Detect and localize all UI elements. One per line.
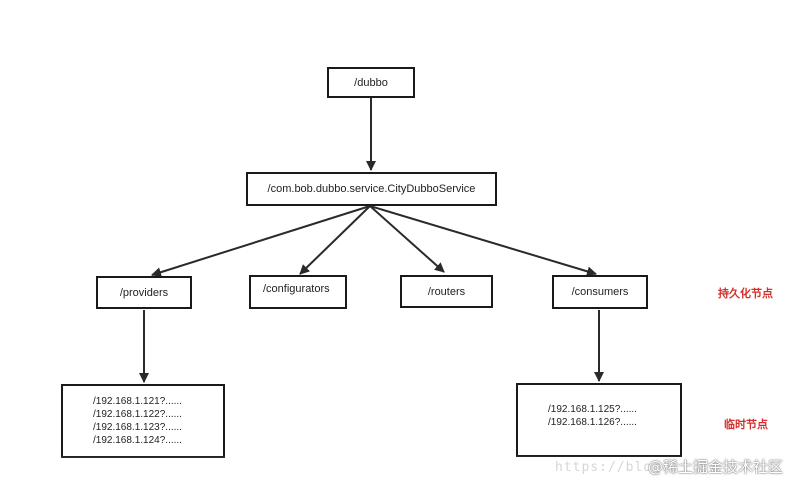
- node-configurators: /configurators: [249, 275, 347, 309]
- node-dubbo-root: /dubbo: [327, 67, 415, 98]
- arrow-service-to-providers: [151, 205, 371, 278]
- watermark-brand: @稀土掘金技术社区: [648, 458, 784, 476]
- node-consumer-ips: /192.168.1.125?...... /192.168.1.126?...…: [516, 383, 682, 457]
- label-persistent-nodes: 持久化节点: [718, 287, 773, 300]
- node-configurators-label: /configurators: [263, 283, 330, 295]
- node-providers-label: /providers: [119, 286, 169, 299]
- consumer-ip-item: /192.168.1.125?......: [548, 404, 637, 415]
- watermark-url: https://blog: [555, 460, 661, 475]
- provider-ip-item: /192.168.1.122?......: [93, 409, 182, 420]
- provider-ip-list: /192.168.1.121?...... /192.168.1.122?...…: [63, 386, 223, 447]
- provider-ip-item: /192.168.1.123?......: [93, 422, 182, 433]
- arrow-service-to-consumers: [369, 205, 597, 277]
- arrow-service-to-routers: [369, 205, 445, 273]
- arrow-service-to-configurators: [299, 205, 371, 275]
- node-dubbo-root-label: /dubbo: [354, 76, 388, 89]
- watermark-band: [0, 455, 800, 481]
- node-service-label: /com.bob.dubbo.service.CityDubboService: [267, 183, 476, 195]
- consumer-ip-list: /192.168.1.125?...... /192.168.1.126?...…: [518, 385, 680, 429]
- node-providers: /providers: [96, 276, 192, 309]
- node-provider-ips: /192.168.1.121?...... /192.168.1.122?...…: [61, 384, 225, 458]
- node-routers-label: /routers: [427, 285, 466, 298]
- consumer-ip-item: /192.168.1.126?......: [548, 417, 637, 428]
- node-consumers: /consumers: [552, 275, 648, 309]
- node-service: /com.bob.dubbo.service.CityDubboService: [246, 172, 497, 206]
- node-consumers-label: /consumers: [571, 286, 629, 298]
- label-ephemeral-nodes: 临时节点: [724, 418, 768, 431]
- node-routers: /routers: [400, 275, 493, 308]
- provider-ip-item: /192.168.1.121?......: [93, 396, 182, 407]
- provider-ip-item: /192.168.1.124?......: [93, 435, 182, 446]
